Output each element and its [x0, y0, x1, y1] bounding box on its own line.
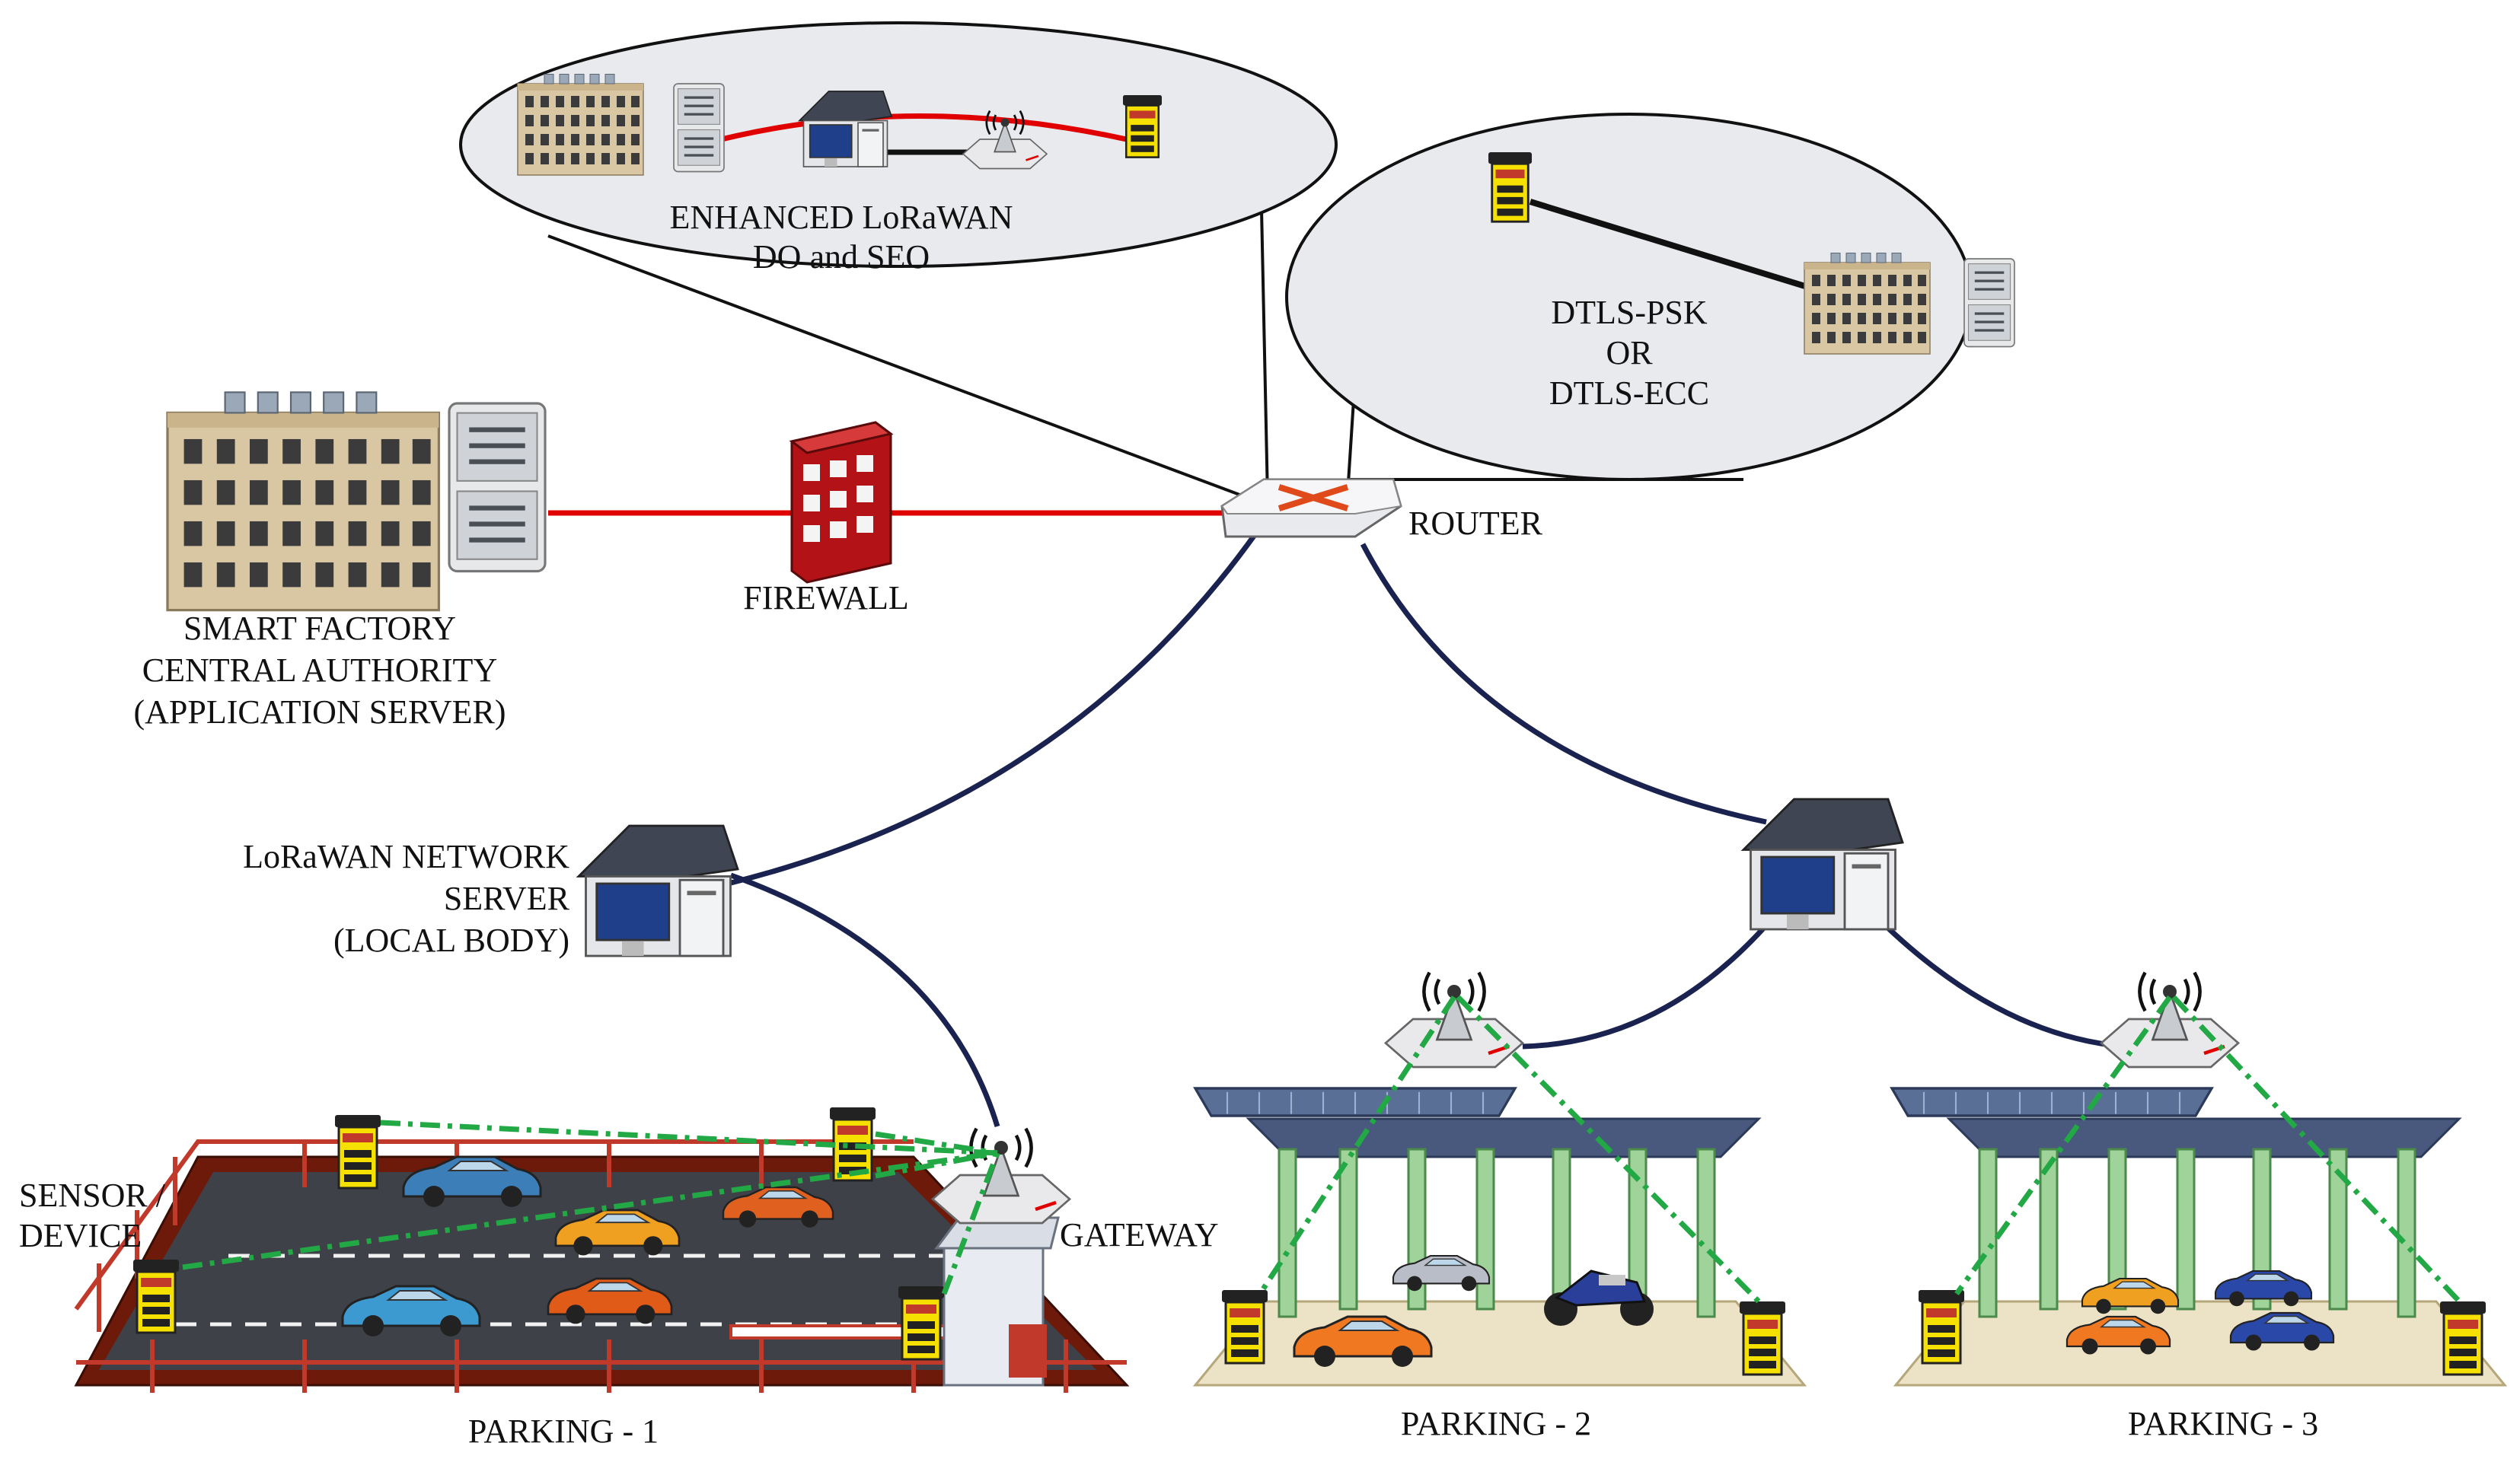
- parking-sensor-icon: [132, 1258, 180, 1334]
- parking-sensor-icon: [1121, 94, 1163, 158]
- sensor-label-line2: DEVICE: [19, 1217, 142, 1254]
- enhanced-label-line1: ENHANCED LoRaWAN: [670, 199, 1013, 236]
- parking-2-pillars: [1278, 1148, 1716, 1318]
- parking-1-label: PARKING - 1: [468, 1413, 659, 1450]
- network-link-router-netserver2: [1360, 543, 1767, 825]
- parking-3-label: PARKING - 3: [2128, 1405, 2318, 1442]
- parking-sensor-icon: [333, 1113, 382, 1190]
- router-label: ROUTER: [1408, 505, 1543, 542]
- network-server-local-body: LoRaWAN NETWORK SERVER (LOCAL BODY): [243, 824, 739, 959]
- network-server-label-line1: LoRaWAN NETWORK: [243, 838, 569, 875]
- enhanced-label-line2: DO and SEO: [753, 238, 930, 276]
- black-link-dtls: [1529, 199, 1829, 296]
- dtls-label-line3: DTLS-ECC: [1549, 374, 1709, 412]
- gateway-label: GATEWAY: [1060, 1216, 1219, 1254]
- parking-lot-1: PARKING - 1: [74, 1106, 1130, 1450]
- network-link-netserver2-gateway3: [1871, 911, 2125, 1050]
- parking-1-booth: [934, 1216, 1060, 1387]
- callout-enhanced-lorawan: ENHANCED LoRaWAN DO and SEO: [459, 21, 1338, 276]
- parking-sensor-icon: [1738, 1300, 1787, 1376]
- router-icon: [1220, 478, 1402, 538]
- parking-2-label: PARKING - 2: [1401, 1405, 1591, 1442]
- network-link-netserver1-gateway1: [729, 872, 1000, 1128]
- parking-sensor-icon: [1917, 1289, 1966, 1365]
- parking-sensor-icon: [828, 1106, 877, 1182]
- parking-lot-3: PARKING - 3: [1890, 973, 2508, 1442]
- firewall-label: FIREWALL: [743, 579, 909, 616]
- router: ROUTER: [1220, 478, 1543, 542]
- gateway-antenna-icon: [1386, 973, 1523, 1067]
- network-server-icon: [1742, 798, 1904, 931]
- radio-links-parking-1: [182, 1120, 1000, 1295]
- sensor-label-line1: SENSOR /: [19, 1177, 166, 1214]
- motorbike-icon: [1544, 1269, 1654, 1326]
- smart-factory: SMART FACTORY CENTRAL AUTHORITY (APPLICA…: [133, 390, 547, 731]
- firewall: FIREWALL: [743, 421, 909, 616]
- network-server-label-line2: SERVER: [444, 880, 570, 917]
- gateway-antenna-icon: [2101, 973, 2238, 1067]
- factory-building-icon: [166, 390, 441, 612]
- server-rack-icon: [1963, 258, 2015, 348]
- links: [547, 136, 2125, 1128]
- dtls-label-line1: DTLS-PSK: [1551, 294, 1708, 331]
- server-rack-icon: [448, 402, 547, 573]
- parking-sensor-icon: [1487, 151, 1533, 223]
- parking-3-canopy: [1890, 1087, 2462, 1158]
- factory-label-line2: CENTRAL AUTHORITY: [142, 651, 497, 689]
- parking-2-canopy: [1194, 1087, 1762, 1158]
- radio-links-parking-2: [1258, 995, 1765, 1308]
- network-server-2: [1742, 798, 1904, 931]
- callout-line-enhanced-left: [547, 234, 1261, 504]
- firewall-icon: [789, 421, 894, 584]
- radio-links-parking-3: [1954, 995, 2465, 1308]
- factory-label-line1: SMART FACTORY: [183, 610, 456, 647]
- factory-building-icon: [517, 73, 644, 176]
- network-link-router-netserver1: [730, 530, 1258, 886]
- dtls-label-line2: OR: [1606, 334, 1653, 371]
- parking-sensor-icon: [897, 1285, 946, 1361]
- network-link-netserver2-gateway2: [1522, 896, 1791, 1050]
- factory-building-icon: [1804, 252, 1931, 355]
- callout-dtls: DTLS-PSK OR DTLS-ECC: [1285, 113, 2015, 481]
- network-server-label-line3: (LOCAL BODY): [333, 922, 569, 959]
- parking-sensor-icon: [2439, 1300, 2487, 1376]
- server-rack-icon: [673, 83, 725, 173]
- parking-sensor-icon: [1220, 1289, 1269, 1365]
- parking-lot-2: PARKING - 2: [1192, 973, 1807, 1442]
- network-server-icon: [577, 824, 739, 957]
- gateway-antenna-icon: [933, 1129, 1070, 1223]
- factory-label-line3: (APPLICATION SERVER): [133, 693, 506, 731]
- parking-1-lines: [175, 1254, 1013, 1327]
- red-secure-arc: [700, 113, 1150, 148]
